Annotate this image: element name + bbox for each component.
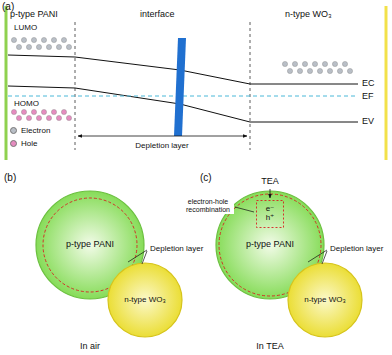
text-label: p-type PANI	[10, 9, 58, 19]
leader-line	[322, 251, 327, 264]
text-label: Depletion layer	[135, 141, 188, 150]
node-label: e⁻	[266, 205, 275, 214]
text-label: EF	[362, 91, 374, 101]
carrier-dot	[302, 61, 307, 66]
tea-arrow	[270, 189, 271, 198]
carrier-dot	[292, 61, 297, 66]
carrier-dot	[36, 44, 41, 49]
wo3-edge	[385, 6, 388, 160]
carrier-dot	[322, 61, 327, 66]
leader-line	[235, 207, 254, 212]
legend-row: Electron	[10, 126, 50, 135]
carrier-dot	[31, 109, 36, 114]
carrier-dot	[26, 115, 31, 120]
carrier-dot	[41, 37, 46, 42]
legend-swatch	[10, 127, 17, 134]
text-label: interface	[140, 9, 175, 19]
carrier-dot	[51, 37, 56, 42]
text-label: HOMO	[14, 99, 39, 108]
text-label: EV	[362, 116, 374, 126]
carrier-dot	[21, 37, 26, 42]
carrier-dot	[36, 115, 41, 120]
depletion-span-arrow	[78, 136, 247, 137]
particle-body	[108, 263, 182, 337]
carrier-dot	[26, 44, 31, 49]
carrier-dot	[327, 68, 332, 73]
node-label: p-type PANI	[246, 240, 294, 250]
node-label: n-type WO₃	[304, 296, 346, 305]
text-label: (b)	[4, 172, 16, 184]
carrier-dot	[46, 44, 51, 49]
interface-bar	[174, 38, 186, 136]
carrier-dot	[347, 68, 352, 73]
carrier-dot	[11, 109, 16, 114]
carrier-dot	[31, 37, 36, 42]
text-label: Depletion layer	[330, 244, 383, 253]
recombination-box: e⁻h⁺	[256, 200, 284, 228]
carrier-dot	[21, 109, 26, 114]
carrier-dot	[51, 109, 56, 114]
material-circle: n-type WO₃	[287, 262, 363, 338]
legend-label: Electron	[21, 126, 50, 135]
carrier-dot	[307, 68, 312, 73]
legend-row: Hole	[10, 139, 37, 148]
carrier-dot	[282, 61, 287, 66]
text-label: In TEA	[256, 341, 283, 351]
carrier-dot	[61, 37, 66, 42]
carrier-dot	[312, 61, 317, 66]
carrier-dot	[297, 68, 302, 73]
text-label: (c)	[200, 172, 212, 184]
dashed-box	[257, 201, 284, 228]
carrier-dot	[66, 44, 71, 49]
node-label: p-type PANI	[66, 240, 114, 250]
leader-line	[308, 250, 327, 262]
text-label: In air	[80, 341, 100, 351]
carrier-dot	[287, 68, 292, 73]
carrier-dot	[16, 44, 21, 49]
carrier-dot	[66, 115, 71, 120]
pani-edge	[5, 6, 8, 160]
depletion-boundary	[75, 22, 76, 150]
carrier-dot	[56, 44, 61, 49]
carrier-dot	[317, 68, 322, 73]
carrier-dot	[11, 37, 16, 42]
carrier-dot	[61, 109, 66, 114]
carrier-dot	[337, 68, 342, 73]
text-label: n-type WO₃	[285, 9, 332, 19]
carrier-dot	[342, 61, 347, 66]
legend-label: Hole	[21, 139, 37, 148]
text-label: Depletion layer	[150, 244, 203, 253]
text-label: EC	[362, 78, 375, 88]
carrier-dots	[11, 37, 352, 120]
carrier-dot	[41, 109, 46, 114]
depletion-boundary	[250, 22, 251, 150]
carrier-dot	[332, 61, 337, 66]
text-label: LUMO	[14, 23, 37, 32]
node-label: n-type WO₃	[124, 296, 166, 305]
text-label: TEA	[261, 176, 279, 186]
legend-swatch	[10, 140, 17, 147]
material-circle: n-type WO₃	[107, 262, 183, 338]
leader-line	[128, 250, 147, 262]
carrier-dot	[56, 115, 61, 120]
node-label: h⁺	[266, 214, 275, 223]
carrier-dot	[46, 115, 51, 120]
text-label: electron-hole recombination	[182, 198, 234, 214]
carrier-dot	[16, 115, 21, 120]
particle-body	[288, 263, 362, 337]
leader-line	[142, 251, 147, 264]
